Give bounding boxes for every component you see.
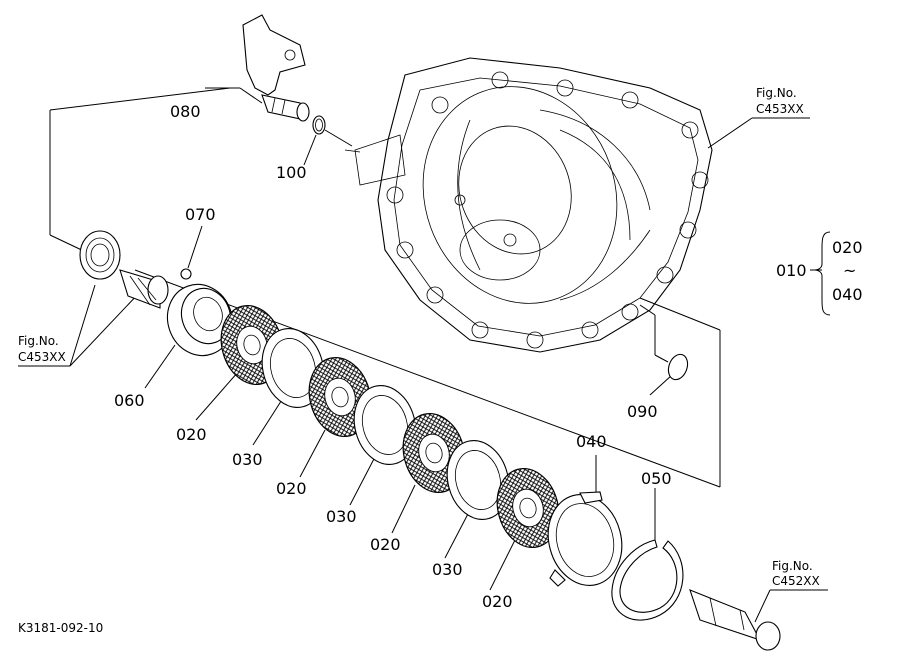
range-end: 040 <box>832 285 863 304</box>
ball-icon <box>180 268 192 280</box>
callout-050: 050 <box>641 469 672 488</box>
ref-fig-label: Fig.No. <box>772 559 813 573</box>
shift-lever-icon <box>242 14 310 122</box>
piston-icon <box>166 283 234 357</box>
range-tilde: ~ <box>843 261 856 280</box>
bearing-icon <box>79 230 169 309</box>
ref-fig-number: C453XX <box>756 102 804 116</box>
callout-020: 020 <box>176 425 207 444</box>
callout-090: 090 <box>627 402 658 421</box>
callout-020: 020 <box>370 535 401 554</box>
o-ring-icon <box>312 115 326 135</box>
friction-disc-icon <box>496 467 560 549</box>
range-start: 020 <box>832 238 863 257</box>
ref-fig-number: C453XX <box>18 350 66 364</box>
ref-fig-label: Fig.No. <box>756 86 797 100</box>
callout-060: 060 <box>114 391 145 410</box>
callout-030: 030 <box>432 560 463 579</box>
callout-030: 030 <box>232 450 263 469</box>
pressure-plate-icon <box>547 491 623 587</box>
leader-lines <box>18 87 831 623</box>
callout-040: 040 <box>576 432 607 451</box>
callout-080: 080 <box>170 102 201 121</box>
shaft-icon <box>689 589 781 651</box>
ref-fig-label: Fig.No. <box>18 334 59 348</box>
snap-ring-icon <box>611 539 684 621</box>
callout-020: 020 <box>276 479 307 498</box>
callout-100: 100 <box>276 163 307 182</box>
callout-020: 020 <box>482 592 513 611</box>
o-ring-icon <box>667 353 689 381</box>
callout-070: 070 <box>185 205 216 224</box>
callout-030: 030 <box>326 507 357 526</box>
housing-icon <box>344 57 713 353</box>
drawing-code: K3181-092-10 <box>18 621 103 635</box>
ref-fig-number: C452XX <box>772 574 820 588</box>
callout-010: 010 <box>776 261 807 280</box>
